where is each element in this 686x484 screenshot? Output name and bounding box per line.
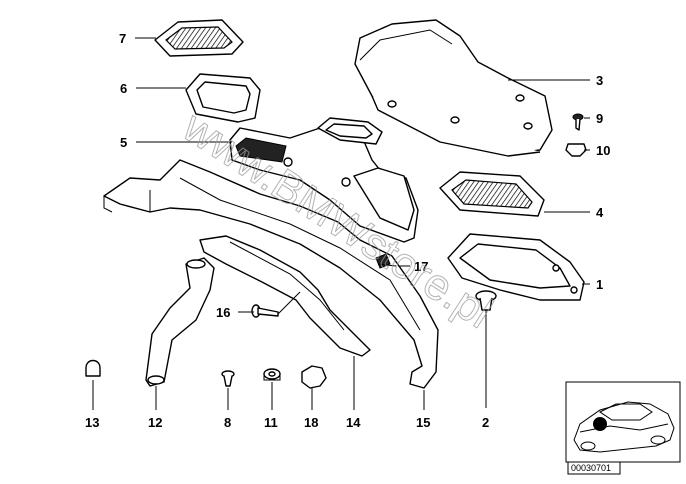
callout-7: 7: [119, 31, 126, 46]
leader-lines: [92, 37, 590, 410]
callout-12: 12: [148, 415, 162, 430]
callout-5: 5: [120, 135, 127, 150]
part-18-stop: [301, 365, 327, 389]
part-9-screw: [572, 113, 584, 131]
part-16-screw: [251, 304, 279, 318]
callout-16: 16: [216, 305, 230, 320]
part-15-air-channel: [103, 159, 439, 389]
part-4-filter: [439, 171, 545, 217]
part-10-clip: [565, 143, 587, 157]
part-1-housing: [447, 233, 585, 301]
part-13-cap: [85, 359, 101, 377]
location-marker-icon: [593, 417, 607, 431]
callout-18: 18: [304, 415, 318, 430]
car-location-inset: 00030701: [565, 381, 681, 475]
callout-15: 15: [416, 415, 430, 430]
part-6-gasket-frame: [185, 73, 261, 123]
callout-11: 11: [264, 415, 278, 430]
part-3-cover: [354, 19, 553, 157]
callout-13: 13: [85, 415, 99, 430]
part-7-vent-grille: [154, 19, 244, 57]
callout-labels: 7 6 5 3 9 10 4 1 17 16 13 12 8 11 18 14 …: [85, 31, 610, 430]
part-12-tube: [145, 257, 215, 387]
callout-6: 6: [120, 81, 127, 96]
callout-4: 4: [596, 205, 604, 220]
callout-10: 10: [596, 143, 610, 158]
callout-8: 8: [224, 415, 231, 430]
part-5-main-duct: [229, 117, 419, 243]
part-14-inner-duct: [199, 235, 371, 357]
callout-14: 14: [346, 415, 361, 430]
reference-code: 00030701: [571, 463, 611, 473]
callout-17: 17: [414, 259, 428, 274]
part-8-push-clip: [221, 370, 235, 387]
callout-2: 2: [482, 415, 489, 430]
callout-1: 1: [596, 277, 603, 292]
callout-3: 3: [596, 73, 603, 88]
part-11-nut: [263, 368, 281, 381]
callout-9: 9: [596, 111, 603, 126]
